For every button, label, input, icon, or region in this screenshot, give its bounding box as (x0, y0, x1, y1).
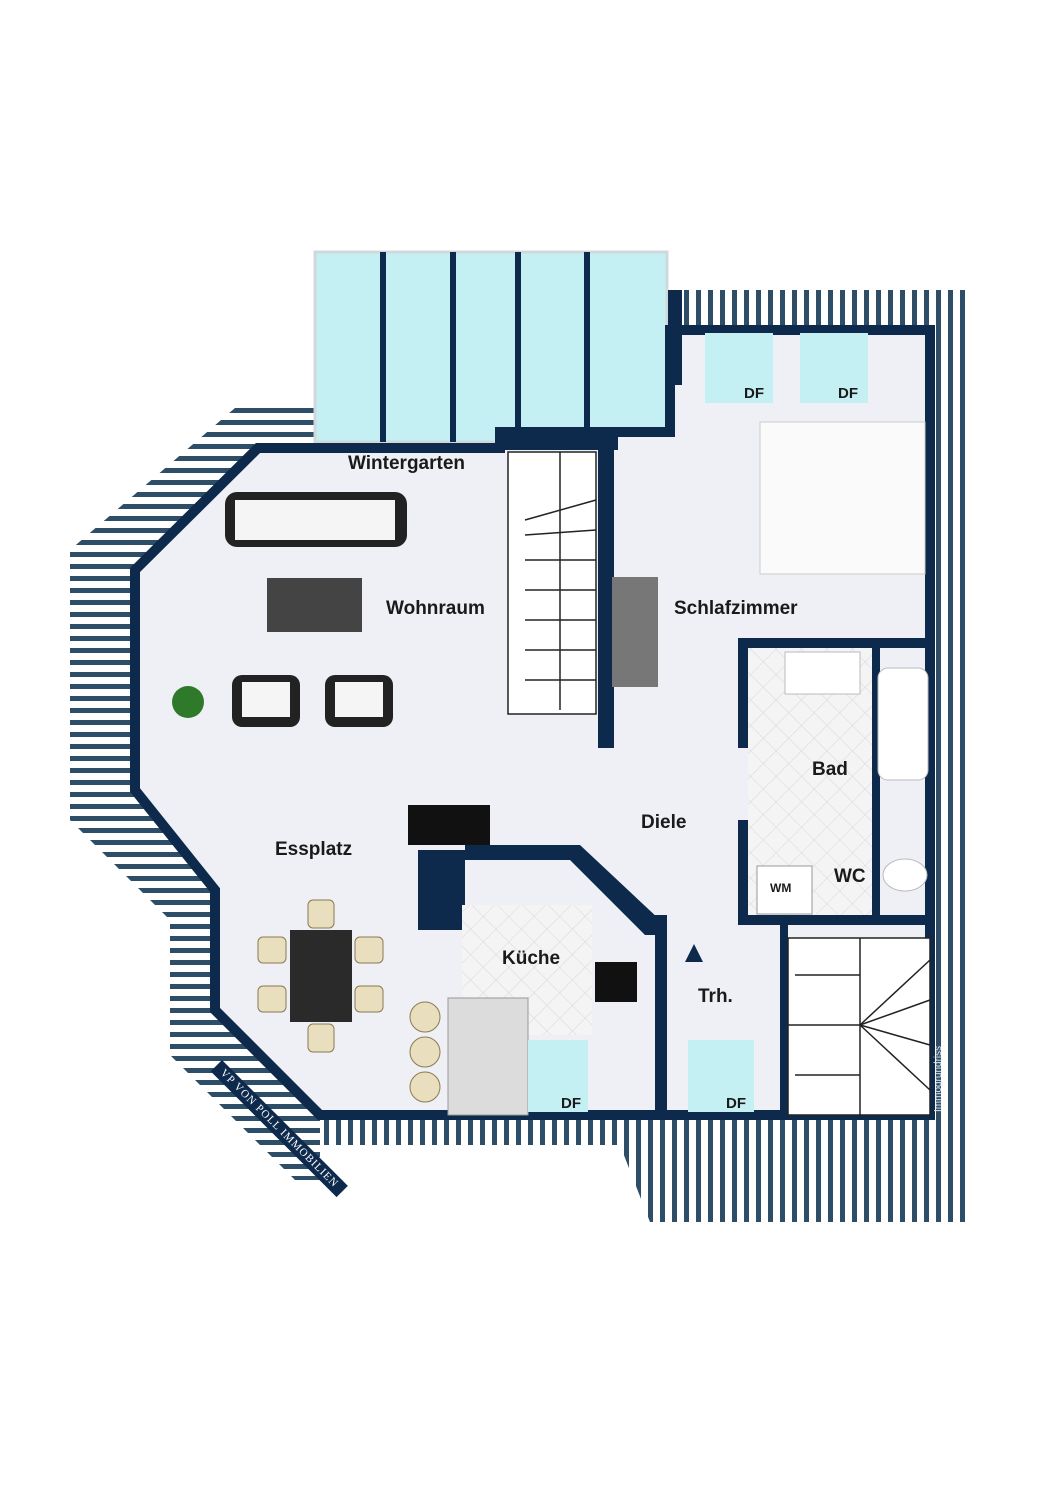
washing-machine-label: WM (770, 881, 792, 895)
wardrobe (612, 577, 658, 687)
roof-window (705, 333, 773, 403)
plant (172, 686, 204, 718)
room-label-wc: WC (834, 866, 866, 887)
roof-window-label: DF (726, 1095, 746, 1112)
wintergarten-glass (313, 250, 669, 444)
room-label-diele: Diele (641, 812, 687, 833)
bathtub (877, 667, 929, 781)
room-label-bad: Bad (812, 759, 848, 780)
roof-window-label: DF (744, 385, 764, 402)
room-label-schlafzimmer: Schlafzimmer (674, 598, 798, 619)
staircase-secondary (787, 937, 931, 1116)
room-label-kueche: Küche (502, 948, 561, 969)
staircase-main (507, 451, 597, 715)
fireplace (408, 805, 490, 845)
bed (759, 421, 926, 575)
kitchen-island (447, 997, 529, 1116)
dining-table (290, 930, 352, 1022)
washbasin (784, 651, 861, 695)
room-label-essplatz: Essplatz (275, 839, 353, 860)
toilet (882, 858, 928, 892)
room-label-wintergarten: Wintergarten (348, 453, 466, 474)
wintergarten-posts (380, 252, 590, 442)
credit-text: Immogrundriss (933, 1045, 944, 1112)
washing-machine (756, 865, 813, 915)
room-label-wohnraum: Wohnraum (386, 598, 485, 619)
cooktop (595, 962, 637, 1002)
roof-window (688, 1040, 754, 1112)
furniture (172, 333, 929, 1116)
roof-window-label: DF (561, 1095, 581, 1112)
arrow-icon (685, 944, 703, 962)
roof-window (800, 333, 868, 403)
interior-walls (418, 290, 933, 1115)
coffee-table (267, 578, 362, 632)
roof-window-label: DF (838, 385, 858, 402)
room-label-treppenhaus: Trh. (698, 986, 733, 1007)
roof-window (528, 1040, 588, 1112)
roof-overhang-right (320, 290, 970, 1222)
